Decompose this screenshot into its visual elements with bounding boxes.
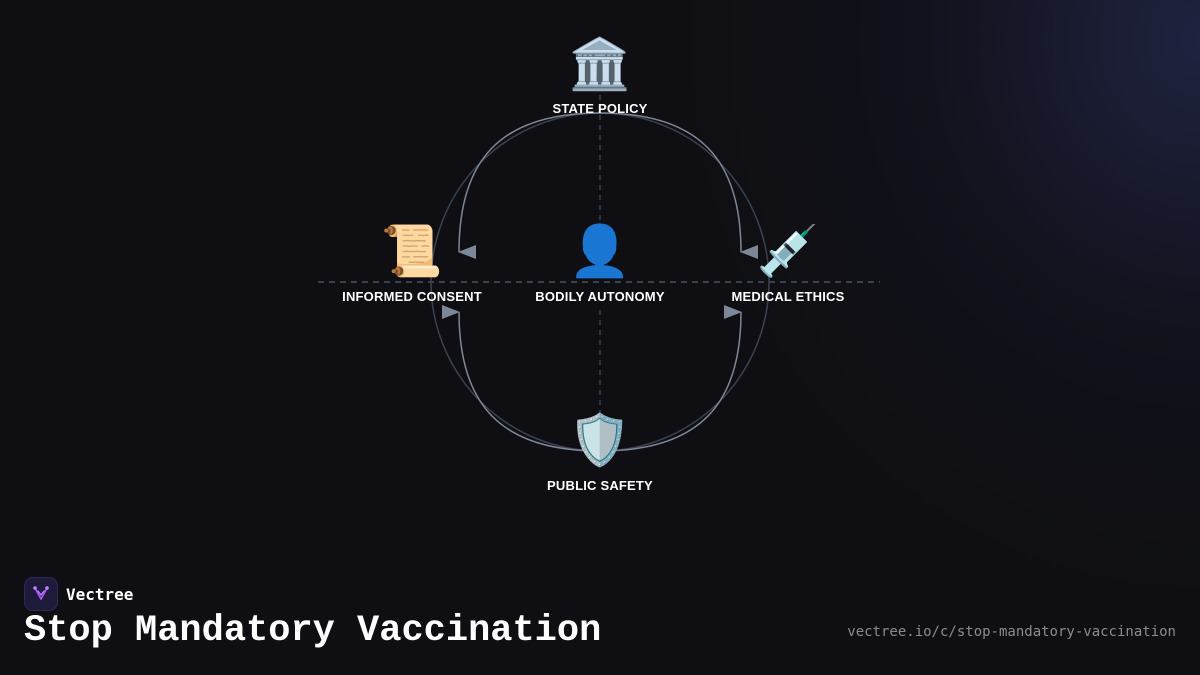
person-silhouette-icon: 👤: [568, 223, 632, 279]
vectree-logo-icon: [24, 577, 58, 611]
arrow-bottom-to-left: [441, 305, 601, 452]
syringe-icon: 💉: [756, 223, 820, 279]
brand: Vectree: [24, 577, 133, 611]
node-label-bodily-autonomy: BODILY AUTONOMY: [535, 289, 665, 304]
node-label-informed-consent: INFORMED CONSENT: [342, 289, 482, 304]
scroll-icon: 📜: [380, 223, 444, 279]
node-label-medical-ethics: MEDICAL ETHICS: [731, 289, 845, 304]
arrow-top-to-left: [458, 112, 601, 260]
arrow-top-to-right: [599, 112, 759, 259]
brand-name: Vectree: [66, 584, 134, 604]
shield-icon: 🛡️: [568, 412, 632, 468]
page-title: Stop Mandatory Vaccination: [24, 610, 602, 652]
node-label-public-safety: PUBLIC SAFETY: [547, 478, 653, 493]
arrow-bottom-to-right: [599, 304, 742, 452]
page-url[interactable]: vectree.io/c/stop-mandatory-vaccination: [847, 624, 1176, 640]
government-building-icon: 🏛️: [568, 36, 632, 92]
node-label-state-policy: STATE POLICY: [552, 101, 648, 116]
